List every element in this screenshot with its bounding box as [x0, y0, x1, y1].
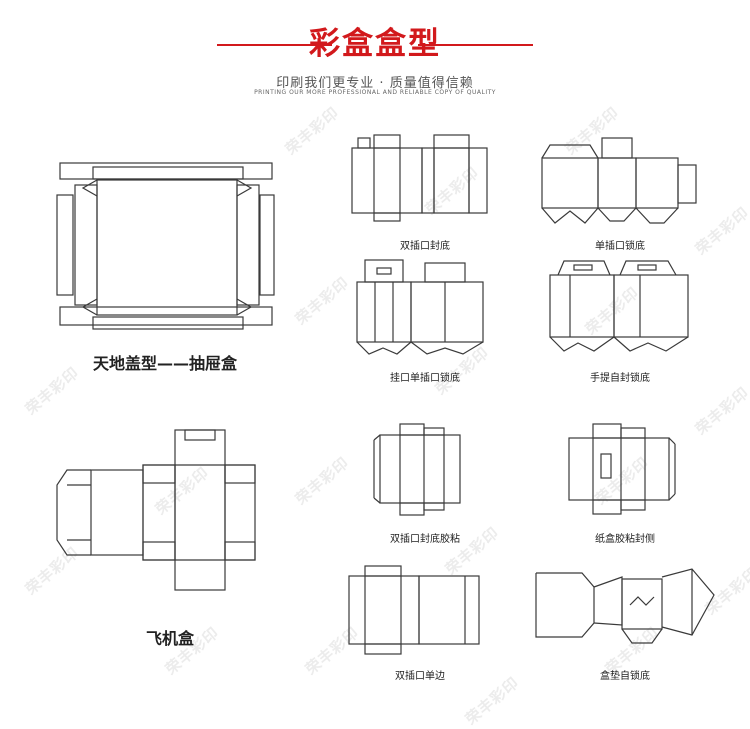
watermark-text: 荣丰彩印: [292, 273, 353, 329]
diagram-single-lock: [541, 137, 697, 224]
caption-lid-drawer: 天地盖型——抽屉盒: [92, 354, 237, 373]
diagram-handle-self-seal: [549, 260, 689, 352]
caption-airplane: 飞机盒: [145, 629, 194, 648]
diagram-hang-single-lock: [356, 259, 484, 355]
caption-handle-self-seal: 手提自封锁底: [590, 373, 650, 384]
watermark-text: 荣丰彩印: [292, 453, 353, 509]
page-subtitle: 印刷我们更专业 · 质量值得信赖: [276, 76, 474, 91]
diagram-airplane: [56, 429, 256, 591]
caption-hang-single-lock: 挂口单插口锁底: [390, 373, 460, 384]
diagram-paper-glue-side: [568, 423, 676, 515]
header: 彩盒盒型 印刷我们更专业 · 质量值得信赖 PRINTING OUR MORE …: [0, 0, 750, 110]
caption-double-tuck-glue: 双插口封底胶粘: [390, 534, 460, 545]
diagram-tray-self-lock: [535, 568, 715, 644]
caption-paper-glue-side: 纸盒胶粘封侧: [595, 534, 655, 545]
diagram-double-tuck-single-edge: [348, 565, 480, 655]
diagram-double-tuck-glue: [373, 423, 461, 516]
watermark-text: 荣丰彩印: [282, 103, 343, 159]
caption-double-tuck: 双插口封底: [400, 241, 450, 252]
page-title: 彩盒盒型: [309, 26, 441, 62]
title-rule-right: [418, 44, 533, 46]
watermark-text: 荣丰彩印: [692, 383, 750, 439]
caption-double-tuck-single-edge: 双插口单边: [395, 671, 445, 682]
page-subtitle-english: PRINTING OUR MORE PROFESSIONAL AND RELIA…: [254, 89, 496, 96]
title-rule-left: [217, 44, 332, 46]
caption-tray-self-lock: 盒垫自锁底: [600, 671, 650, 682]
diagram-double-tuck: [351, 134, 488, 222]
diagram-lid-drawer: [56, 162, 275, 330]
caption-single-lock: 单插口锁底: [595, 241, 645, 252]
